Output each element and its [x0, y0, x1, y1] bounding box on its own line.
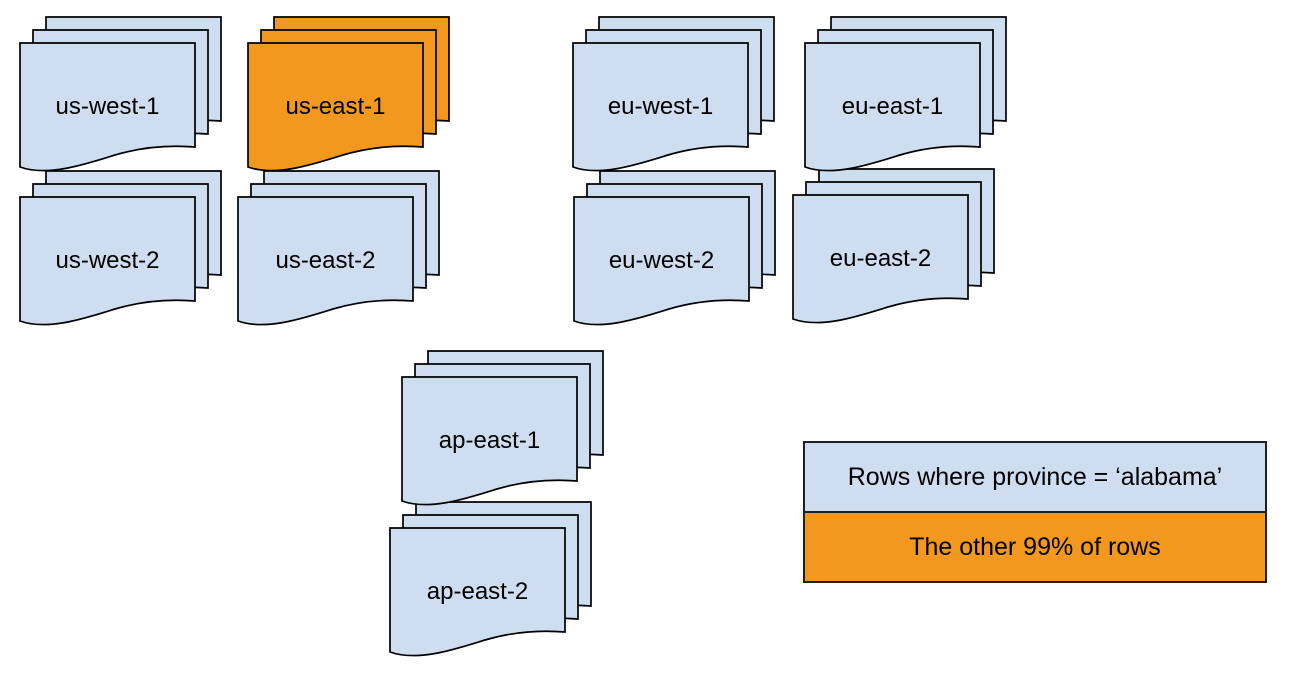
region-label: eu-west-2 [609, 247, 714, 274]
region-label: us-east-1 [285, 93, 385, 120]
document-shape-front [389, 527, 566, 657]
legend-item-other-rows: The other 99% of rows [805, 513, 1265, 581]
document-shape-front [19, 42, 196, 172]
region-stack-us-west-2: us-west-2 [19, 170, 224, 329]
legend-item-label: The other 99% of rows [909, 532, 1161, 561]
region-stack-us-west-1: us-west-1 [19, 16, 224, 175]
region-stack-eu-east-1: eu-east-1 [804, 16, 1009, 175]
legend: Rows where province = ‘alabama’ The othe… [803, 441, 1267, 583]
region-label: eu-east-1 [842, 93, 943, 120]
document-shape-front [573, 196, 750, 326]
document-shape-front [237, 196, 414, 326]
document-shape-front [19, 196, 196, 326]
region-stack-eu-east-2: eu-east-2 [792, 168, 997, 327]
region-stack-us-east-2: us-east-2 [237, 170, 442, 329]
document-shape-front [401, 376, 578, 506]
legend-item-alabama-rows: Rows where province = ‘alabama’ [805, 443, 1265, 513]
region-label: ap-east-2 [427, 578, 528, 605]
region-stack-ap-east-2: ap-east-2 [389, 501, 594, 660]
region-stack-us-east-1: us-east-1 [247, 16, 452, 175]
region-label: ap-east-1 [439, 427, 540, 454]
region-label: eu-west-1 [608, 93, 713, 120]
region-stack-eu-west-1: eu-west-1 [572, 16, 777, 175]
legend-item-label: Rows where province = ‘alabama’ [847, 462, 1223, 491]
region-label: us-east-2 [275, 247, 375, 274]
region-stack-eu-west-2: eu-west-2 [573, 170, 778, 329]
region-label: us-west-1 [55, 93, 159, 120]
document-shape-front [804, 42, 981, 172]
document-shape-front [792, 194, 969, 324]
document-shape-front [572, 42, 749, 172]
region-label: eu-east-2 [830, 245, 931, 272]
document-shape-front [247, 42, 424, 172]
region-label: us-west-2 [55, 247, 159, 274]
region-stack-ap-east-1: ap-east-1 [401, 350, 606, 509]
